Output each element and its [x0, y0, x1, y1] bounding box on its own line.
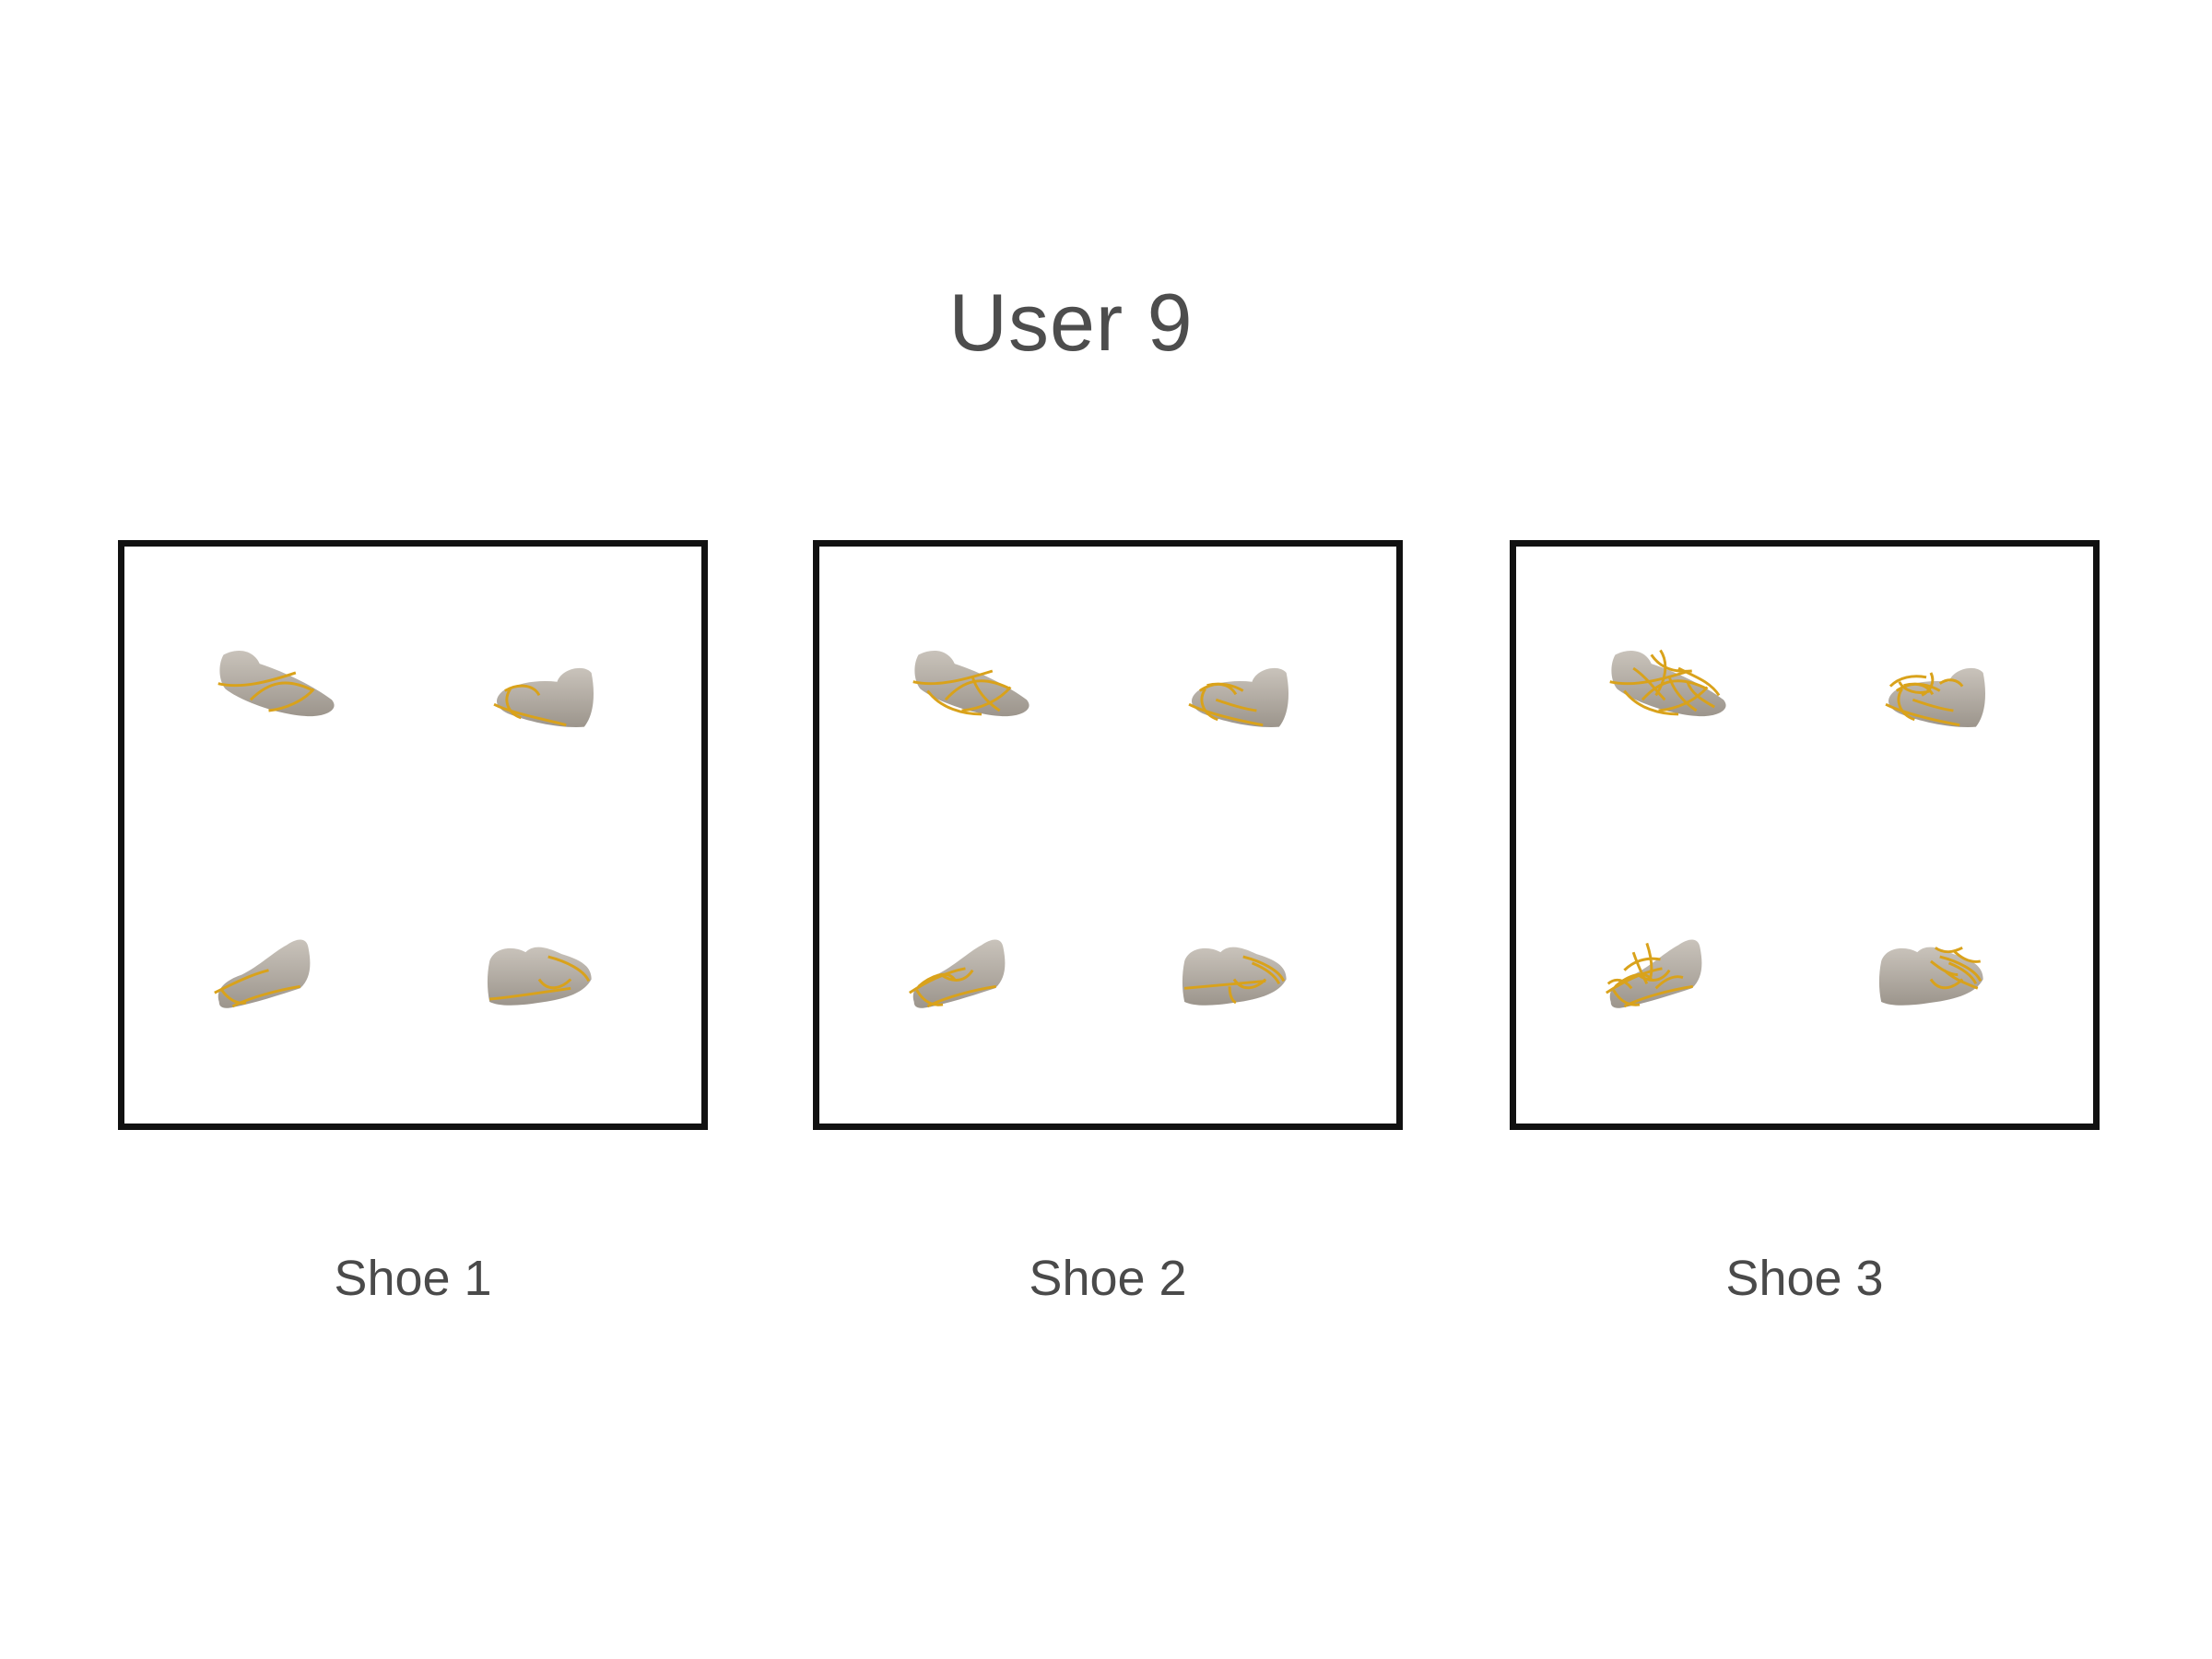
- shoe-view-top-right: [1188, 667, 1289, 727]
- shoe-view-bottom-right: [1182, 947, 1287, 1006]
- shoe-caption-2: Shoe 2: [1029, 1251, 1187, 1306]
- shoe-views-3: [1606, 649, 1986, 1008]
- shoe-view-bottom-right: [487, 947, 592, 1006]
- shoe-views-2: [909, 650, 1289, 1008]
- shoe-view-bottom-left: [214, 939, 311, 1008]
- shoe-view-top-left: [912, 650, 1030, 717]
- shoe-caption-1: Shoe 1: [334, 1251, 492, 1306]
- shoe-view-bottom-left: [909, 939, 1006, 1008]
- shoe-view-top-left: [1609, 649, 1726, 717]
- shoe-view-top-right: [1885, 667, 1986, 727]
- shoe-caption-3: Shoe 3: [1725, 1251, 1884, 1306]
- page-title: User 9: [948, 276, 1194, 368]
- shoe-view-bottom-left: [1606, 939, 1702, 1008]
- shoe-views-1: [214, 650, 594, 1008]
- shoe-view-top-right: [493, 667, 594, 727]
- shoe-view-bottom-right: [1878, 946, 1983, 1006]
- shoe-panel-1: [118, 540, 708, 1130]
- shoe-view-top-left: [218, 650, 335, 717]
- shoe-panel-2: [813, 540, 1403, 1130]
- shoe-panel-3: [1510, 540, 2100, 1130]
